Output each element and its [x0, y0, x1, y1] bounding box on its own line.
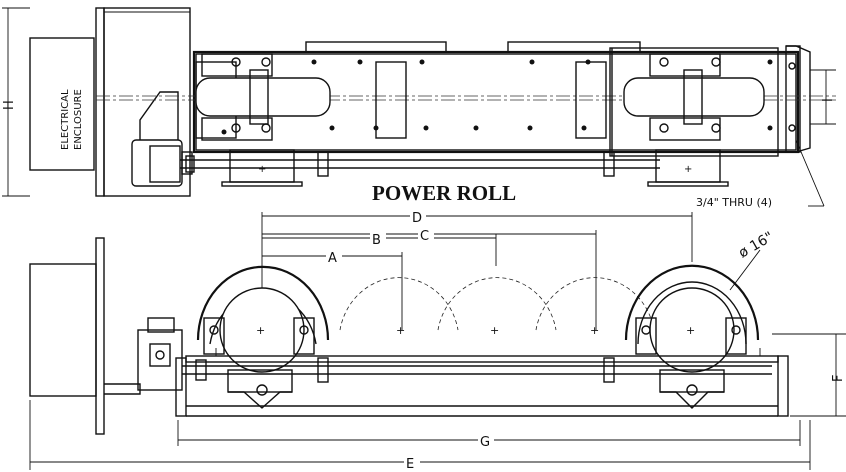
dim-b-label: B: [372, 233, 381, 248]
svg-text:+: +: [258, 164, 266, 175]
svg-text:+: +: [684, 164, 692, 175]
dim-h-label: H: [2, 100, 17, 110]
front-view: D C B A +: [29, 208, 846, 472]
top-view: H ELECTRICAL ENCLOSURE: [2, 7, 836, 209]
dim-f-height-label: F: [831, 375, 846, 382]
diameter-note: ø 16": [736, 229, 776, 261]
enclosure-label-line2: ENCLOSURE: [73, 89, 84, 150]
svg-text:+: +: [256, 324, 265, 337]
drawing-title: POWER ROLL: [372, 181, 516, 205]
dim-i-label: I: [821, 98, 836, 102]
dim-d-label: D: [412, 211, 422, 226]
svg-text:+: +: [396, 324, 405, 337]
svg-text:+: +: [686, 324, 695, 337]
enclosure-label-line1: ELECTRICAL: [60, 89, 71, 150]
dim-c-label: C: [420, 229, 429, 244]
dim-a-label: A: [328, 251, 337, 266]
svg-text:+: +: [490, 324, 499, 337]
hole-note: 3/4" THRU (4): [696, 196, 772, 209]
dim-e-label: E: [406, 457, 414, 472]
dim-g-label: G: [480, 435, 490, 450]
svg-text:+: +: [590, 324, 599, 337]
